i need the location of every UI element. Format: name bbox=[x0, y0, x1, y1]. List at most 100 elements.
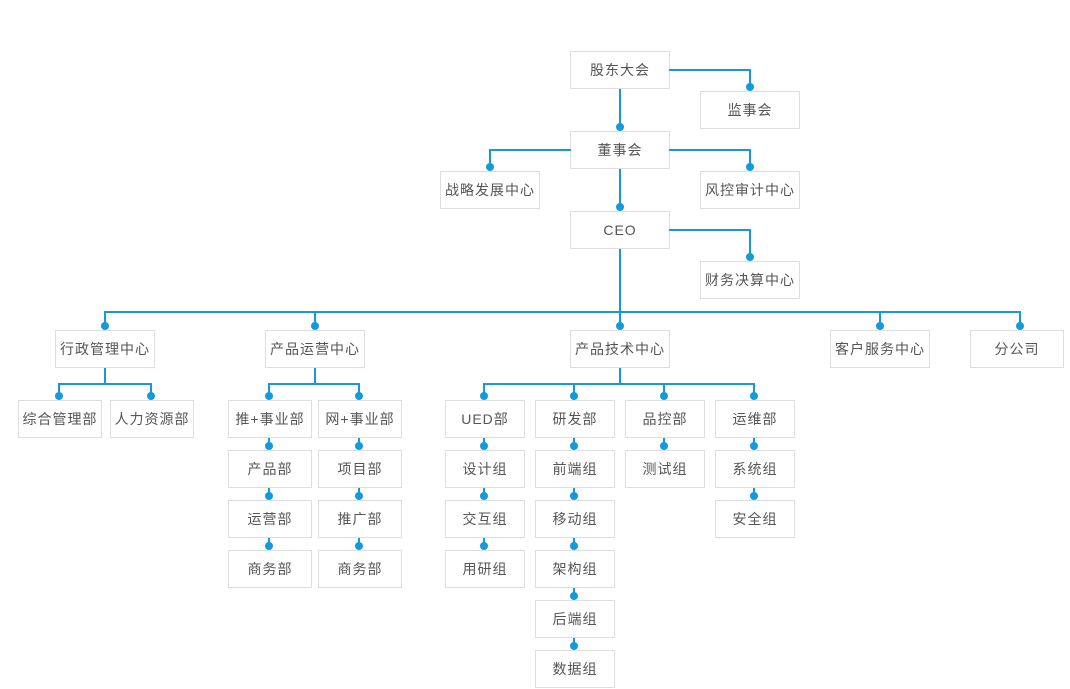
connector-line bbox=[663, 383, 665, 395]
connector-dot bbox=[660, 392, 668, 400]
connector-dot bbox=[570, 592, 578, 600]
connector-line bbox=[268, 383, 360, 385]
org-node-rd-dept: 研发部 bbox=[535, 400, 615, 438]
connector-dot bbox=[147, 392, 155, 400]
org-node-wang-division: 网+事业部 bbox=[318, 400, 402, 438]
connector-line bbox=[749, 69, 751, 87]
connector-line bbox=[573, 383, 575, 395]
connector-line bbox=[749, 229, 751, 257]
connector-line bbox=[669, 229, 750, 231]
org-node-admin-center: 行政管理中心 bbox=[55, 330, 155, 368]
connector-line bbox=[669, 149, 750, 151]
connector-line bbox=[749, 149, 751, 167]
connector-line bbox=[619, 169, 621, 207]
connector-line bbox=[58, 383, 60, 395]
connector-dot bbox=[1016, 322, 1024, 330]
org-node-product-ops-center: 产品运营中心 bbox=[265, 330, 365, 368]
connector-line bbox=[489, 149, 571, 151]
connector-line bbox=[104, 311, 1021, 313]
org-node-finance-center: 财务决算中心 bbox=[700, 261, 800, 299]
connector-dot bbox=[746, 83, 754, 91]
connector-dot bbox=[355, 442, 363, 450]
connector-dot bbox=[746, 253, 754, 261]
org-node-design-team: 设计组 bbox=[445, 450, 525, 488]
connector-line bbox=[314, 368, 316, 385]
connector-dot bbox=[265, 492, 273, 500]
org-node-qc-dept: 品控部 bbox=[625, 400, 705, 438]
connector-dot bbox=[616, 123, 624, 131]
connector-dot bbox=[480, 392, 488, 400]
org-node-customer-service-center: 客户服务中心 bbox=[830, 330, 930, 368]
org-node-project-dept: 项目部 bbox=[318, 450, 402, 488]
connector-line bbox=[268, 383, 270, 395]
connector-line bbox=[104, 311, 106, 326]
org-node-ceo: CEO bbox=[570, 211, 670, 249]
org-node-board-of-directors: 董事会 bbox=[570, 131, 670, 169]
connector-dot bbox=[101, 322, 109, 330]
connector-line bbox=[619, 368, 621, 385]
connector-dot bbox=[265, 392, 273, 400]
connector-line bbox=[358, 383, 360, 395]
connector-line bbox=[879, 311, 881, 326]
connector-line bbox=[150, 383, 152, 395]
connector-line bbox=[619, 311, 621, 326]
connector-dot bbox=[265, 542, 273, 550]
connector-dot bbox=[660, 442, 668, 450]
org-node-shareholders-meeting: 股东大会 bbox=[570, 51, 670, 89]
connector-dot bbox=[55, 392, 63, 400]
connector-dot bbox=[750, 442, 758, 450]
connector-dot bbox=[750, 392, 758, 400]
org-node-ued-dept: UED部 bbox=[445, 400, 525, 438]
connector-dot bbox=[876, 322, 884, 330]
connector-dot bbox=[746, 163, 754, 171]
connector-dot bbox=[355, 392, 363, 400]
connector-dot bbox=[750, 492, 758, 500]
connector-dot bbox=[480, 442, 488, 450]
org-node-business-dept-1: 商务部 bbox=[228, 550, 312, 588]
connector-dot bbox=[480, 542, 488, 550]
org-node-promotion-dept: 推广部 bbox=[318, 500, 402, 538]
connector-dot bbox=[570, 492, 578, 500]
org-node-interaction-team: 交互组 bbox=[445, 500, 525, 538]
org-node-product-tech-center: 产品技术中心 bbox=[570, 330, 670, 368]
org-node-operations-dept: 运营部 bbox=[228, 500, 312, 538]
connector-line bbox=[753, 383, 755, 395]
org-node-tui-division: 推+事业部 bbox=[228, 400, 312, 438]
org-node-risk-audit-center: 风控审计中心 bbox=[700, 171, 800, 209]
org-node-strategy-center: 战略发展中心 bbox=[440, 171, 540, 209]
connector-dot bbox=[355, 542, 363, 550]
connector-dot bbox=[616, 322, 624, 330]
connector-line bbox=[1019, 311, 1021, 326]
org-node-testing-team: 测试组 bbox=[625, 450, 705, 488]
org-node-mobile-team: 移动组 bbox=[535, 500, 615, 538]
connector-line bbox=[314, 311, 316, 326]
org-node-user-research-team: 用研组 bbox=[445, 550, 525, 588]
org-node-frontend-team: 前端组 bbox=[535, 450, 615, 488]
connector-dot bbox=[355, 492, 363, 500]
connector-dot bbox=[570, 392, 578, 400]
connector-line bbox=[483, 383, 485, 395]
org-node-ops-dept: 运维部 bbox=[715, 400, 795, 438]
connector-dot bbox=[480, 492, 488, 500]
org-node-backend-team: 后端组 bbox=[535, 600, 615, 638]
connector-line bbox=[669, 69, 750, 71]
org-node-hr-dept: 人力资源部 bbox=[110, 400, 194, 438]
connector-dot bbox=[570, 542, 578, 550]
connector-line bbox=[104, 368, 106, 385]
connector-dot bbox=[311, 322, 319, 330]
org-node-product-dept: 产品部 bbox=[228, 450, 312, 488]
connector-dot bbox=[265, 442, 273, 450]
connector-line bbox=[58, 383, 152, 385]
org-node-supervisory-board: 监事会 bbox=[700, 91, 800, 129]
connector-line bbox=[489, 149, 491, 167]
connector-dot bbox=[486, 163, 494, 171]
org-node-branch-company: 分公司 bbox=[970, 330, 1064, 368]
org-node-data-team: 数据组 bbox=[535, 650, 615, 688]
connector-line bbox=[619, 249, 621, 313]
connector-dot bbox=[570, 442, 578, 450]
org-node-business-dept-2: 商务部 bbox=[318, 550, 402, 588]
org-node-architecture-team: 架构组 bbox=[535, 550, 615, 588]
connector-dot bbox=[616, 203, 624, 211]
connector-dot bbox=[570, 642, 578, 650]
